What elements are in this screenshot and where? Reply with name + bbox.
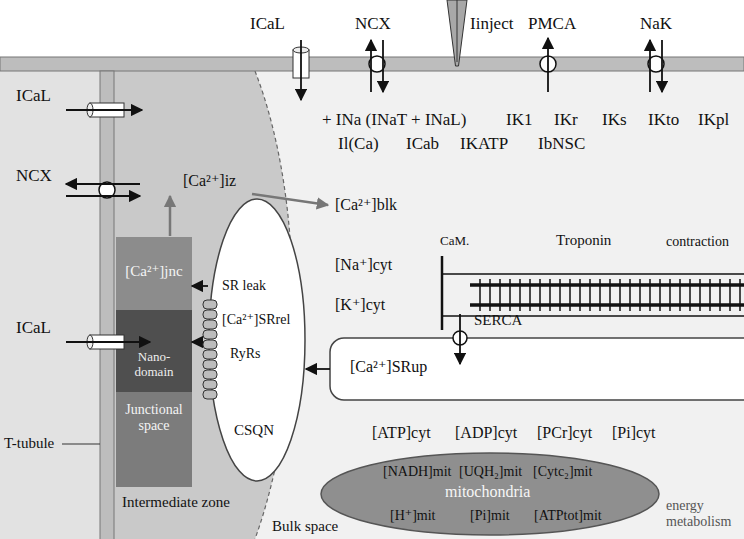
flux-arrow <box>66 183 140 185</box>
ryanodine-receptor <box>203 340 217 349</box>
node-text: Junctional space <box>119 402 189 434</box>
annotation-label: NaK <box>640 14 672 34</box>
node-text: Bulk space <box>272 518 338 535</box>
flux-arrow <box>459 314 461 364</box>
ryanodine-receptor <box>203 360 217 369</box>
sarcolemma <box>0 57 744 71</box>
flux-connector <box>306 368 330 370</box>
ryanodine-receptor <box>203 330 217 339</box>
junctional-space-box: Junctional space <box>116 392 192 487</box>
ryanodine-receptor <box>203 390 217 399</box>
annotation-label: energy metabolism <box>666 498 742 530</box>
ryanodine-receptor <box>203 350 217 359</box>
node-text: Nano-domain <box>126 350 182 380</box>
flux-arrow <box>382 40 384 92</box>
annotation-label: PMCA <box>528 14 576 34</box>
node-text: mitochondria <box>445 483 530 501</box>
annotation-label: ICaL <box>16 318 51 338</box>
annotation-label: ICaL <box>16 86 51 106</box>
annotation-label: CaM. <box>440 234 469 249</box>
ryanodine-receptor <box>203 320 217 329</box>
node-text: [Ca²⁺]SRup <box>350 358 427 376</box>
mitochondria-ellipse: [NADH]mit [UQH₂]mit [Cytc₂]mitmitochondria… <box>320 452 660 536</box>
node-text: [Ca²⁺]SRrel <box>222 312 290 328</box>
compartment-fill <box>116 392 192 487</box>
node-text: [H⁺]mit <box>390 508 436 524</box>
annotation-label: Iinject <box>470 14 513 34</box>
annotation-label: [Ca²⁺]iz <box>183 172 236 190</box>
ryanodine-receptor <box>203 370 217 379</box>
ellipse-shape <box>321 453 659 535</box>
annotation-label: + INa (INaT + INaL) <box>322 110 466 130</box>
node-text: [UQH₂]mit <box>459 464 522 480</box>
annotation-label: Troponin <box>556 232 611 249</box>
node-text: [Pi]mit <box>470 508 510 524</box>
flux-arrow <box>547 38 549 92</box>
flux-arrow <box>370 40 372 92</box>
annotation-label: NCX <box>355 14 391 34</box>
cytosol-ground <box>114 71 744 539</box>
annotation-label: [Na⁺]cyt <box>335 256 392 274</box>
annotation-label: [PCr]cyt <box>537 424 592 442</box>
myofilaments <box>442 256 744 330</box>
annotation-label: IKATP <box>460 134 508 154</box>
annotation-label: IKpl <box>698 110 729 130</box>
annotation-label: IKr <box>554 110 578 130</box>
ryanodine-receptor <box>203 300 217 309</box>
annotation-label: [Ca²⁺]blk <box>335 196 397 214</box>
node-text: [ATPtot]mit <box>534 508 602 524</box>
ryanodine-receptor <box>203 310 217 319</box>
node-text: [NADH]mit <box>383 464 451 480</box>
annotation-label: [K⁺]cyt <box>335 296 385 314</box>
node-text: T-tubule <box>4 435 54 452</box>
node-text: RyRs <box>230 346 261 362</box>
node-text: Intermediate zone <box>122 494 230 511</box>
intermediate-zone: Intermediate zone [Ca²⁺]jncNano-domainJun… <box>114 71 294 539</box>
ellipse-shape <box>209 199 305 481</box>
flux-arrow <box>300 40 302 100</box>
nanodomain-box: Nano-domain <box>116 310 192 392</box>
compartment-fill <box>116 237 192 310</box>
flux-arrow <box>66 109 142 111</box>
annotation-label: [ADP]cyt <box>455 424 517 442</box>
sr-uptake-box: [Ca²⁺]SRup <box>330 338 744 400</box>
annotation-label: contraction <box>666 234 729 250</box>
node-text: [Ca²⁺]jnc <box>116 263 192 280</box>
annotation-label: NCX <box>16 166 52 186</box>
t-tubule-lumen <box>0 71 100 539</box>
annotation-label: [Pi]cyt <box>612 424 656 442</box>
ryanodine-receptor <box>203 380 217 389</box>
flux-arrow <box>66 341 150 343</box>
annotation-label: IKto <box>648 110 679 130</box>
electrode-core <box>457 0 458 62</box>
box-fills <box>116 237 192 487</box>
diffusion-arrow <box>169 196 172 236</box>
sr-uptake-outline <box>330 338 744 400</box>
annotation-label: ICaL <box>250 14 285 34</box>
annotation-label: [ATP]cyt <box>372 424 431 442</box>
t-tubule-region: T-tubule <box>0 71 100 539</box>
annotation-label: ICab <box>406 134 439 154</box>
t-tubule-membrane <box>100 71 114 539</box>
sr-ellipse: SR leak [Ca²⁺]SRrelRyRsCSQN <box>208 198 306 482</box>
annotation-label: IKs <box>602 110 627 130</box>
electrode <box>447 0 467 66</box>
node-text: SR leak <box>222 278 266 294</box>
node-text: CSQN <box>234 422 274 439</box>
ellipse-outline <box>208 198 306 482</box>
annotation-label: SERCA <box>474 312 522 329</box>
flux-arrow <box>661 40 663 92</box>
flux-arrow <box>649 40 651 92</box>
leader-line <box>62 444 100 445</box>
flux-connector <box>192 285 208 287</box>
annotation-label: IK1 <box>506 110 532 130</box>
flux-arrow <box>66 195 140 197</box>
compartment-fill <box>116 310 192 392</box>
junctional-ca-box: [Ca²⁺]jnc <box>116 237 192 310</box>
annotation-label: Il(Ca) <box>338 134 379 154</box>
annotation-label: IbNSC <box>538 134 585 154</box>
node-text: [Cytc₂]mit <box>533 464 592 480</box>
